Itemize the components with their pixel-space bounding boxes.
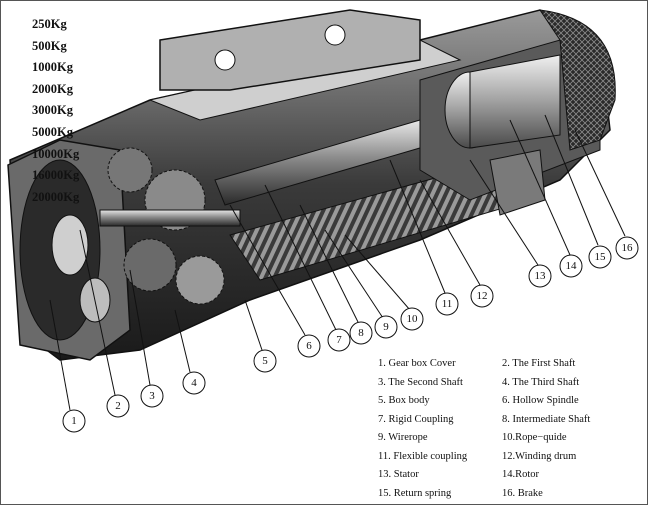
callout-6: 6 xyxy=(297,334,321,358)
motor-rotor xyxy=(444,54,561,149)
legend-entry: 15. Return spring xyxy=(378,487,452,499)
callout-9: 9 xyxy=(374,315,398,339)
svg-text:15: 15 xyxy=(595,251,607,263)
legend-entry: 13. Stator xyxy=(378,469,419,480)
callout-14: 14 xyxy=(559,254,583,278)
svg-text:10: 10 xyxy=(407,313,419,325)
legend-entry: 10.Rope−quide xyxy=(502,432,567,443)
svg-text:3: 3 xyxy=(149,390,155,402)
legend-row: 9. Wirerope 10.Rope−quide xyxy=(378,432,640,450)
svg-text:7: 7 xyxy=(336,334,342,346)
capacity-item: 5000Kg xyxy=(32,124,73,139)
legend-row: 5. Box body 6. Hollow Spindle xyxy=(378,395,640,413)
callouts: 1 2 3 4 5 6 7 8 9 10 11 12 13 14 15 16 xyxy=(62,236,639,433)
svg-text:1: 1 xyxy=(71,415,77,427)
legend-entry: 5. Box body xyxy=(378,395,430,406)
gear-train xyxy=(99,147,241,305)
svg-text:9: 9 xyxy=(383,321,389,333)
svg-text:4: 4 xyxy=(191,377,197,389)
callout-8: 8 xyxy=(349,321,373,345)
callout-3: 3 xyxy=(140,384,164,408)
capacity-list: 250Kg 500Kg 1000Kg 2000Kg 3000Kg 5000Kg … xyxy=(32,14,79,208)
capacity-item: 1000Kg xyxy=(32,60,73,75)
svg-text:8: 8 xyxy=(358,327,364,339)
legend-row: 11. Flexible coupling 12.Winding drum xyxy=(378,451,640,469)
legend-entry: 11. Flexible coupling xyxy=(378,450,468,462)
callout-11: 11 xyxy=(435,292,459,316)
svg-text:2: 2 xyxy=(115,400,121,412)
legend-entry: 14.Rotor xyxy=(502,469,540,480)
callout-13: 13 xyxy=(528,264,552,288)
legend-entry: 6. Hollow Spindle xyxy=(502,395,579,406)
capacity-item: 16000Kg xyxy=(32,168,80,183)
legend-entry: 8. Intermediate Shaft xyxy=(502,413,591,425)
callout-16: 16 xyxy=(615,236,639,260)
capacity-item: 2000Kg xyxy=(32,81,73,96)
leader-lines xyxy=(49,114,626,411)
capacity-item: 250Kg xyxy=(32,17,67,31)
legend-row: 15. Return spring 16. Brake xyxy=(378,488,640,506)
capacity-item: 20000Kg xyxy=(32,189,80,204)
callout-2: 2 xyxy=(106,394,130,418)
legend-row: 13. Stator 14.Rotor xyxy=(378,469,640,487)
callout-7: 7 xyxy=(327,328,351,352)
capacity-item: 500Kg xyxy=(32,38,67,53)
legend-entry: 7. Rigid Coupling xyxy=(378,413,454,425)
svg-text:13: 13 xyxy=(535,270,547,282)
svg-text:14: 14 xyxy=(566,260,578,272)
legend-entry: 3. The Second Shaft xyxy=(378,376,463,388)
legend-row: 3. The Second Shaft 4. The Third Shaft xyxy=(378,377,640,395)
callout-15: 15 xyxy=(588,245,612,269)
capacity-item: 3000Kg xyxy=(32,103,73,118)
gearbox-cover xyxy=(7,139,131,361)
capacity-item: 10000Kg xyxy=(32,146,80,161)
callout-1: 1 xyxy=(62,409,86,433)
legend-entry: 4. The Third Shaft xyxy=(502,376,580,388)
legend-entry: 16. Brake xyxy=(502,487,543,499)
svg-text:16: 16 xyxy=(622,242,634,254)
brake xyxy=(538,9,616,151)
svg-text:5: 5 xyxy=(262,355,268,367)
callout-5: 5 xyxy=(253,349,277,373)
svg-text:6: 6 xyxy=(306,340,312,352)
callout-4: 4 xyxy=(182,371,206,395)
support-foot xyxy=(489,149,546,216)
legend-entry: 2. The First Shaft xyxy=(502,358,576,369)
legend-entry: 1. Gear box Cover xyxy=(378,358,456,369)
svg-text:12: 12 xyxy=(477,290,488,302)
legend-entry: 12.Winding drum xyxy=(502,450,577,462)
legend-entry: 9. Wirerope xyxy=(378,432,428,443)
legend-row: 1. Gear box Cover 2. The First Shaft xyxy=(378,358,640,376)
top-bracket xyxy=(159,9,421,91)
callout-12: 12 xyxy=(470,284,494,308)
callout-10: 10 xyxy=(400,307,424,331)
legend-row: 7. Rigid Coupling 8. Intermediate Shaft xyxy=(378,414,640,432)
svg-text:11: 11 xyxy=(442,298,453,310)
